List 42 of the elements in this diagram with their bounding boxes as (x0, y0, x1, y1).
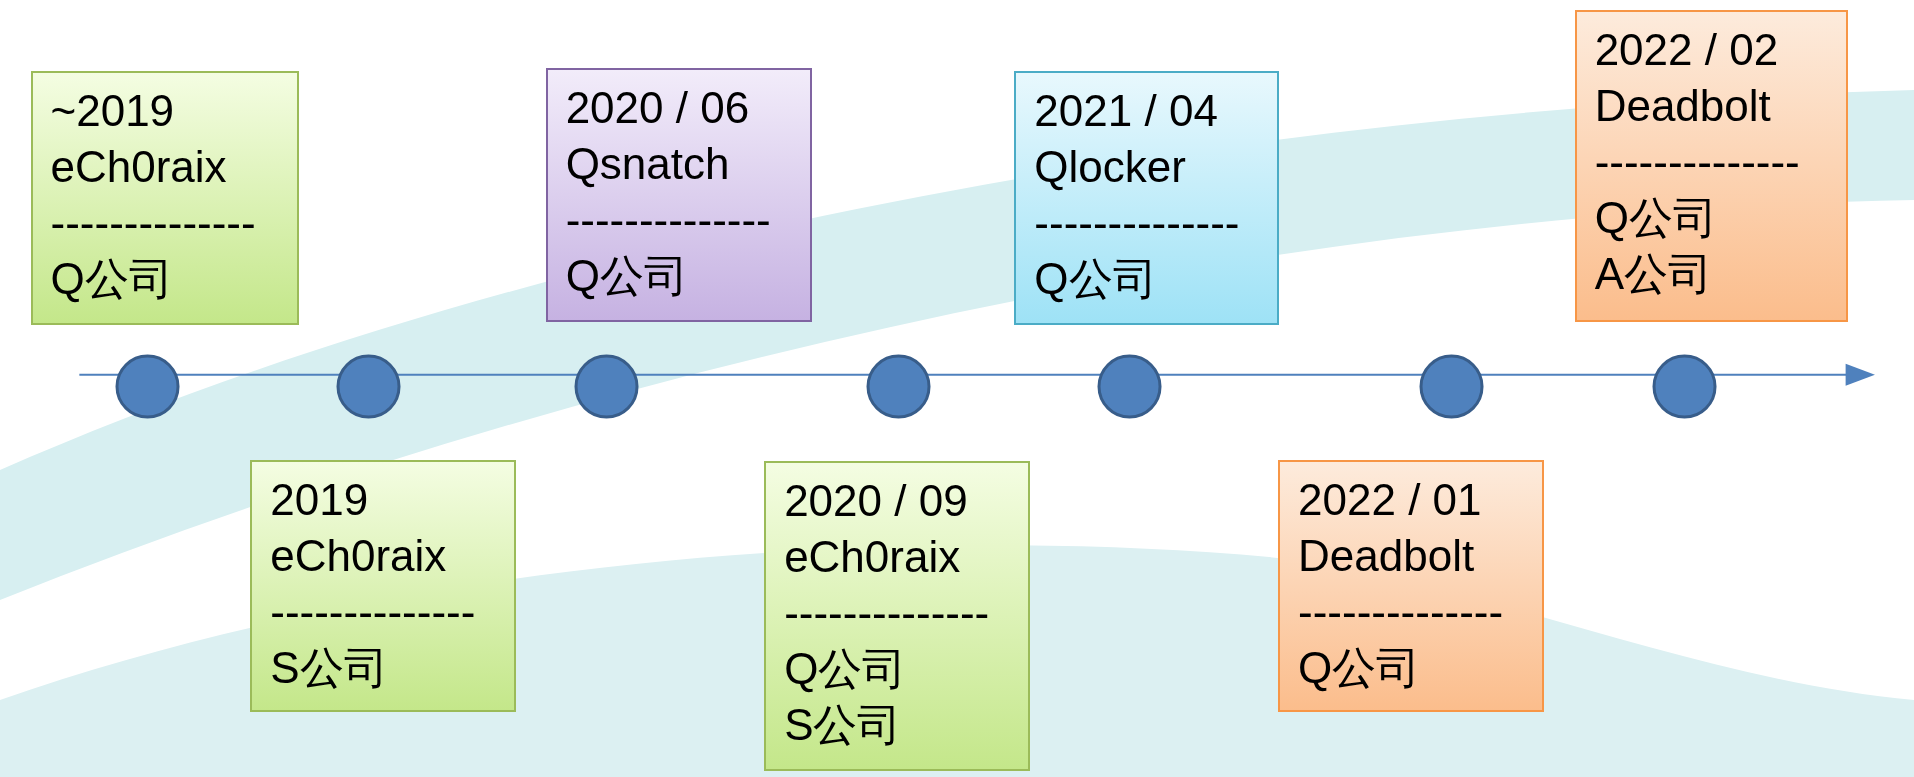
date-text: 2020 / 09 (784, 475, 969, 528)
date-text: 2022 / 02 (1594, 23, 1780, 76)
timeline-marker (336, 354, 401, 419)
target-text: Q公司 (565, 250, 689, 303)
malware-name: Qsnatch (565, 138, 731, 191)
timeline-marker (1419, 354, 1484, 419)
date-text: 2019 (270, 474, 370, 527)
malware-name: Deadbolt (1594, 79, 1772, 132)
malware-name: Deadbolt (1298, 530, 1476, 583)
separator-text: -------------- (1594, 135, 1801, 188)
target-text: Q公司 A公司 (1594, 191, 1718, 300)
malware-name: eCh0raix (784, 531, 962, 584)
event-card (1574, 9, 1849, 323)
event-card (30, 70, 300, 325)
event-card (545, 68, 812, 323)
separator-text: -------------- (270, 586, 477, 639)
timeline-marker (1652, 354, 1717, 419)
event-card (250, 460, 517, 712)
malware-name: Qlocker (1034, 140, 1187, 193)
malware-name: eCh0raix (270, 530, 448, 583)
separator-text: -------------- (50, 196, 257, 249)
timeline-marker (574, 354, 639, 419)
target-text: Q公司 (1298, 642, 1422, 695)
separator-text: -------------- (1034, 196, 1241, 249)
target-text: Q公司 (1034, 252, 1158, 305)
timeline-marker (115, 354, 180, 419)
separator-text: -------------- (565, 194, 772, 247)
timeline-marker (1097, 354, 1162, 419)
date-text: 2021 / 04 (1034, 84, 1219, 137)
timeline-marker (866, 354, 931, 419)
date-text: ~2019 (50, 84, 176, 137)
target-text: Q公司 (50, 252, 174, 305)
target-text: S公司 (270, 642, 389, 695)
target-text: Q公司 S公司 (784, 643, 908, 752)
malware-name: eCh0raix (50, 140, 228, 193)
separator-text: -------------- (1298, 586, 1505, 639)
date-text: 2022 / 01 (1298, 474, 1483, 527)
event-card (1278, 460, 1545, 712)
separator-text: -------------- (784, 587, 991, 640)
event-card (1014, 70, 1280, 325)
date-text: 2020 / 06 (565, 82, 751, 135)
event-card (764, 461, 1031, 772)
